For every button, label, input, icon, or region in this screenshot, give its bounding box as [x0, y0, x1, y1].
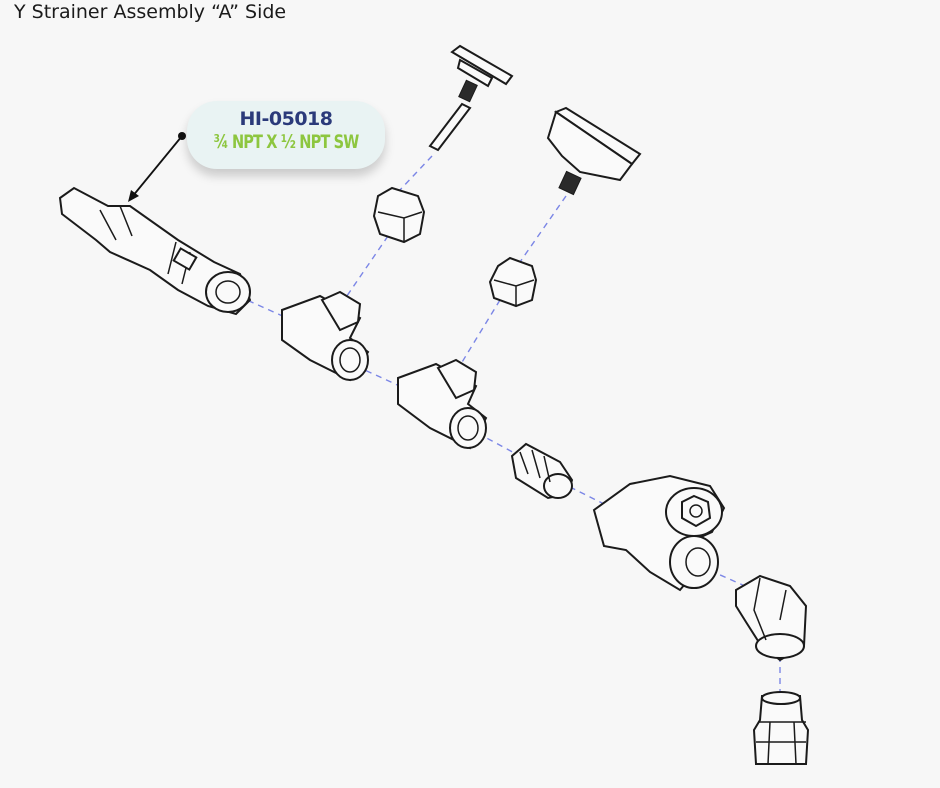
tee-fitting-2: [397, 358, 488, 450]
y-strainer-body: [592, 474, 726, 592]
adapter-fitting: [752, 691, 810, 765]
pressure-gauge-square: [546, 106, 642, 196]
bushing-2: [488, 256, 538, 308]
assembly-axis-lines: [237, 155, 781, 694]
part-callout: HI-05018 ¾ NPT X ½ NPT SW: [187, 101, 385, 169]
tee-fitting-1: [281, 290, 370, 382]
elbow-fitting: [735, 574, 808, 662]
union-valve-part: [58, 186, 252, 316]
callout-spec: ¾ NPT X ½ NPT SW: [213, 131, 360, 153]
diagram-title: Y Strainer Assembly “A” Side: [14, 1, 287, 23]
bushing-1: [372, 186, 426, 244]
callout-part-number: HI-05018: [239, 108, 333, 130]
pressure-gauge-round: [428, 44, 514, 152]
callout-leader-arrow: [128, 132, 186, 202]
hex-nipple: [510, 442, 574, 500]
